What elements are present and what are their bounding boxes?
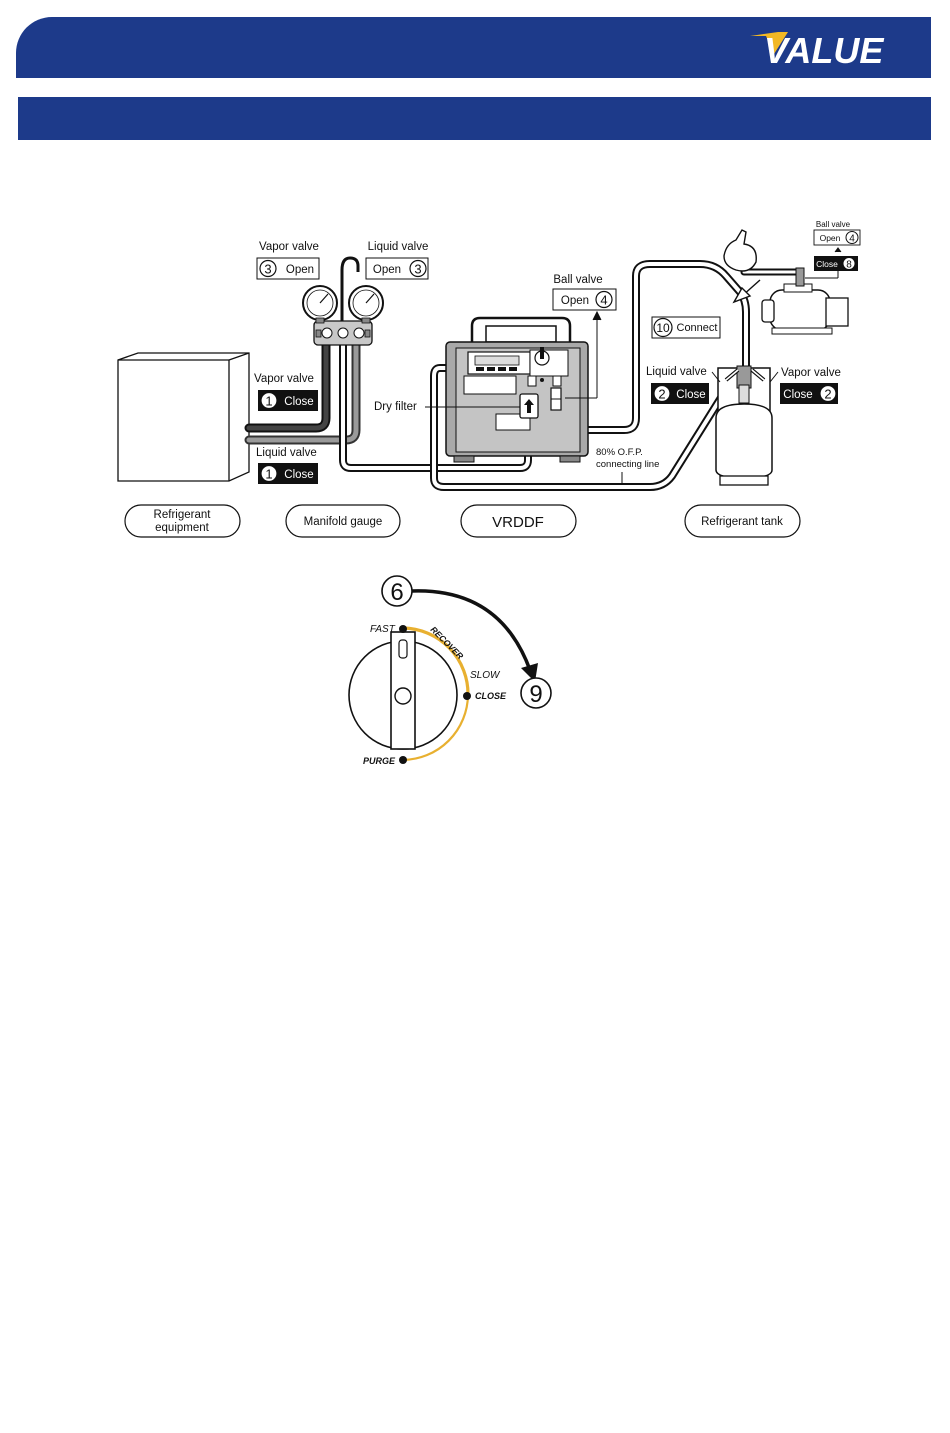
svg-text:4: 4 [849, 234, 855, 245]
callout-connect: 10 Connect [651, 316, 721, 339]
svg-text:Ball valve: Ball valve [816, 220, 851, 229]
svg-text:VRDDF: VRDDF [492, 514, 544, 531]
top-header-bar [16, 17, 931, 78]
caption-manifold-gauge: Manifold gauge [285, 504, 401, 538]
svg-text:CLOSE: CLOSE [475, 691, 507, 701]
leader-lines [425, 247, 842, 484]
vrddf-unit [445, 316, 589, 463]
svg-text:FAST: FAST [370, 624, 396, 635]
callout-liquid-valve-manifold: Liquid valve Open 3 [365, 241, 429, 280]
svg-text:Close: Close [783, 389, 812, 401]
svg-text:1: 1 [265, 467, 272, 482]
hand-icon [723, 229, 757, 272]
svg-text:Liquid valve: Liquid valve [368, 241, 429, 253]
svg-text:10: 10 [656, 321, 670, 335]
position-dot-close [463, 692, 471, 700]
svg-text:Refrigerant tank: Refrigerant tank [701, 516, 783, 528]
callout-ball-valve: Ball valve Open 4 [552, 274, 617, 311]
caption-refrigerant-tank: Refrigerant tank [684, 504, 801, 538]
svg-text:Open: Open [561, 295, 589, 307]
svg-text:6: 6 [390, 579, 403, 606]
manifold-gauge [302, 256, 384, 346]
svg-text:PURGE: PURGE [363, 756, 396, 766]
callout-pump-ball-valve: Ball valve Open 4 Close 8 [813, 220, 861, 271]
svg-text:Dry filter: Dry filter [374, 401, 417, 413]
callout-equipment-vapor-valve: Vapor valve 1 Close [254, 373, 318, 411]
svg-text:Close: Close [676, 389, 705, 401]
svg-text:connecting line: connecting line [596, 459, 659, 470]
svg-text:Open: Open [373, 264, 401, 276]
svg-text:Ball valve: Ball valve [553, 274, 602, 286]
svg-text:SLOW: SLOW [470, 670, 501, 681]
svg-text:Close: Close [284, 396, 313, 408]
svg-text:80% O.F.P.: 80% O.F.P. [596, 447, 643, 458]
svg-text:Liquid valve: Liquid valve [646, 366, 707, 378]
section-title-bar [18, 97, 931, 140]
svg-text:Vapor valve: Vapor valve [254, 373, 314, 385]
svg-text:8: 8 [846, 260, 852, 271]
refrigerant-tank [715, 365, 773, 486]
refrigerant-equipment-box [117, 352, 250, 482]
callout-vapor-valve-manifold: Vapor valve 3 Open [256, 241, 320, 280]
caption-refrigerant-equipment: Refrigerant equipment [124, 504, 241, 538]
mode-knob: FAST RECOVER SLOW CLOSE PURGE [348, 624, 507, 766]
svg-text:1: 1 [265, 394, 272, 409]
callout-tank-vapor-valve: Vapor valve Close 2 [780, 367, 841, 404]
svg-text:3: 3 [264, 262, 271, 277]
svg-text:2: 2 [824, 387, 831, 402]
callout-equipment-liquid-valve: Liquid valve 1 Close [256, 447, 318, 484]
value-logo: VALUE [750, 30, 884, 70]
svg-text:Vapor valve: Vapor valve [259, 241, 319, 253]
svg-text:9: 9 [529, 681, 542, 708]
callout-dry-filter: Dry filter [374, 401, 417, 413]
svg-text:equipment: equipment [155, 522, 210, 534]
svg-text:VALUE: VALUE [764, 30, 884, 70]
svg-text:2: 2 [658, 387, 665, 402]
caption-vrddf: VRDDF [460, 504, 577, 538]
svg-text:Open: Open [286, 264, 314, 276]
callout-ofp-line: 80% O.F.P. connecting line [596, 447, 659, 470]
svg-text:Close: Close [284, 469, 313, 481]
svg-text:Manifold gauge: Manifold gauge [304, 516, 383, 528]
position-dot-purge [399, 756, 407, 764]
svg-text:Vapor valve: Vapor valve [781, 367, 841, 379]
svg-text:4: 4 [600, 293, 607, 308]
callout-tank-liquid-valve: Liquid valve 2 Close [646, 366, 709, 404]
svg-text:Connect: Connect [677, 322, 718, 334]
position-dot-fast [399, 625, 407, 633]
knob-sequence-arrow: 6 9 [381, 575, 552, 709]
svg-text:Open: Open [820, 233, 841, 243]
svg-text:Refrigerant: Refrigerant [154, 509, 212, 521]
svg-text:Close: Close [816, 259, 838, 269]
vacuum-pump [761, 267, 849, 335]
connect-arrow-icon [732, 279, 761, 304]
svg-text:3: 3 [414, 262, 421, 277]
svg-text:Liquid valve: Liquid valve [256, 447, 317, 459]
